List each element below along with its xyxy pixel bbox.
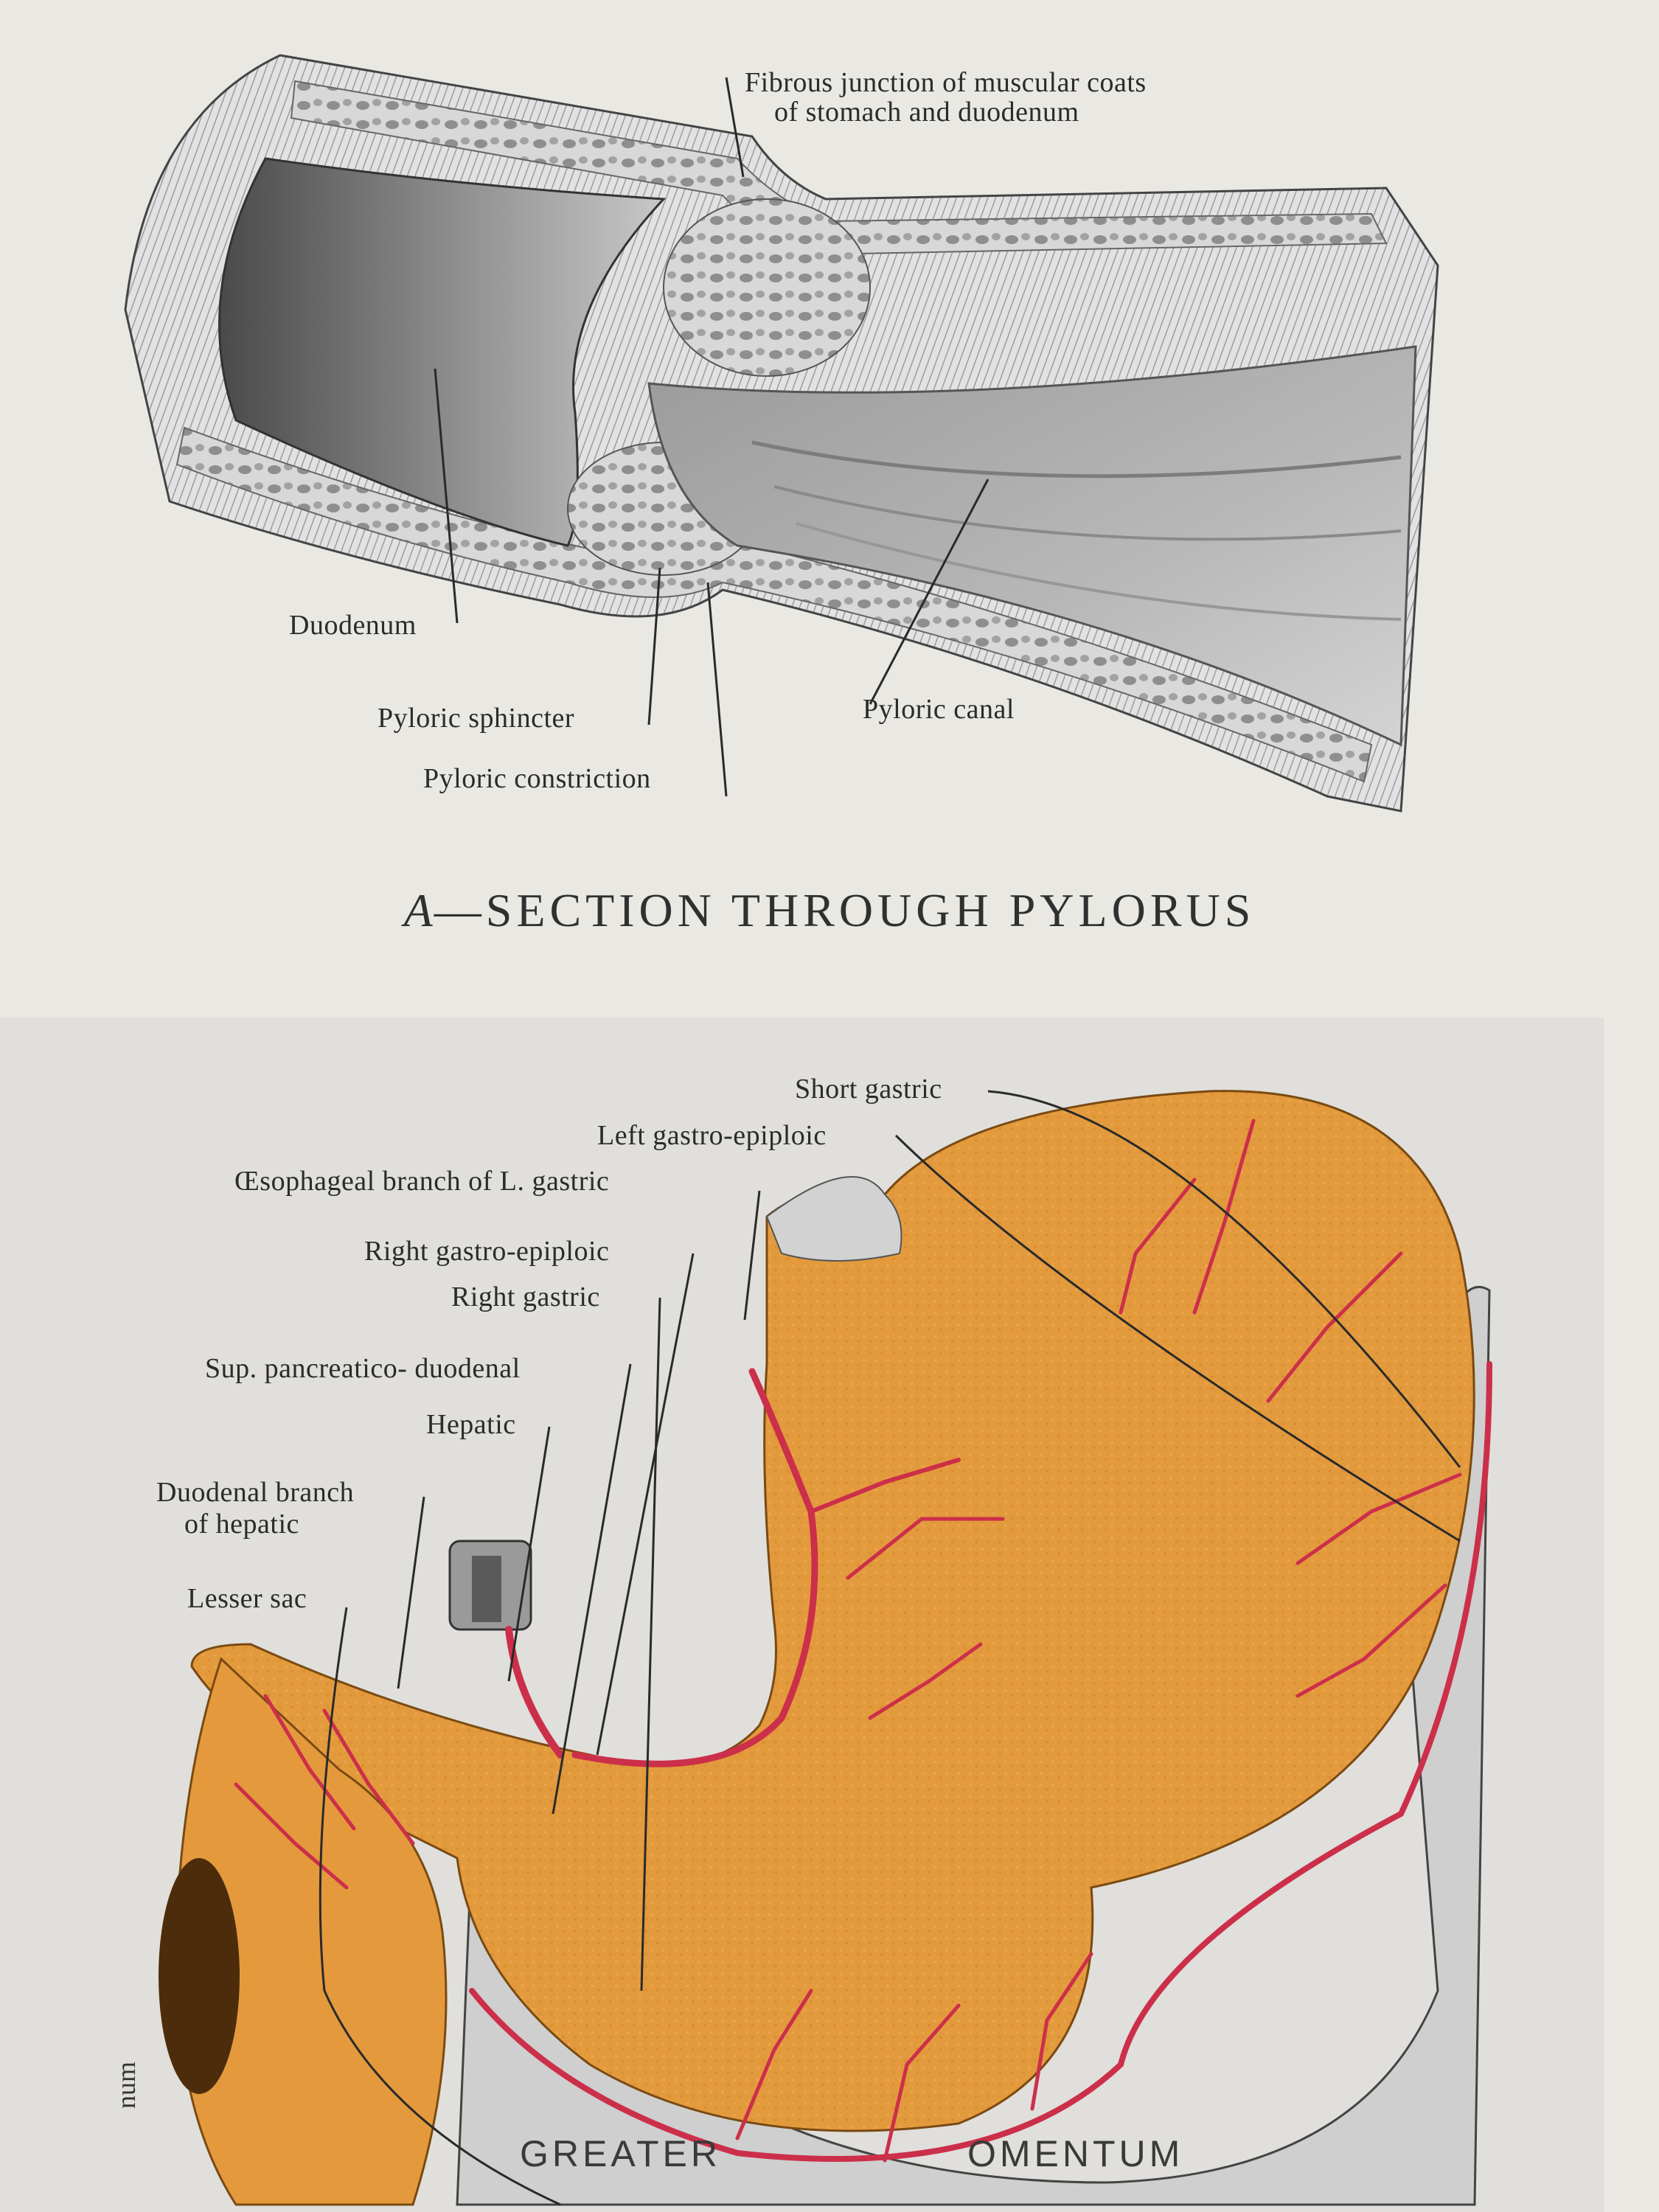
label-pyloric-constriction: Pyloric constriction xyxy=(423,763,651,794)
caption-text: —SECTION THROUGH PYLORUS xyxy=(434,884,1256,936)
duodenum-tube xyxy=(175,1657,448,2206)
label-fibrous-junction-line1: Fibrous junction of muscular coats xyxy=(745,67,1147,98)
label-hepatic: Hepatic xyxy=(426,1409,516,1440)
gastric-arteries xyxy=(234,1119,1492,2163)
label-greater: GREATER xyxy=(520,2133,721,2174)
label-duodenum: Duodenum xyxy=(289,610,417,641)
oesophagus-stump xyxy=(765,1176,902,1262)
label-left-gastro-epiploic: Left gastro-epiploic xyxy=(597,1120,827,1151)
label-right-gastric: Right gastric xyxy=(451,1281,600,1312)
caption-letter: A xyxy=(403,884,434,936)
label-duodenal-branch-line1: Duodenal branch xyxy=(156,1477,355,1508)
label-pyloric-sphincter: Pyloric sphincter xyxy=(378,703,575,734)
canal-fold-2 xyxy=(773,485,1402,541)
diagram-b-leader-lines xyxy=(319,1090,1461,2206)
label-sup-pancreatico-duodenal: Sup. pancreatico- duodenal xyxy=(205,1353,521,1384)
label-duodenal-branch-line2: of hepatic xyxy=(184,1509,299,1540)
label-side-fragment: num xyxy=(111,2061,141,2109)
label-omentum: OMENTUM xyxy=(967,2133,1184,2174)
label-lesser-sac: Lesser sac xyxy=(187,1583,307,1614)
caption-section-through-pylorus: A—SECTION THROUGH PYLORUS xyxy=(0,883,1659,938)
canal-fold-3 xyxy=(796,522,1402,621)
label-fibrous-junction-line2: of stomach and duodenum xyxy=(774,97,1079,128)
sphincter-upper xyxy=(663,198,871,377)
label-right-gastro-epiploic: Right gastro-epiploic xyxy=(364,1236,610,1267)
label-oesophageal-branch: Œsophageal branch of L. gastric xyxy=(234,1166,610,1197)
pyloric-canal-lumen xyxy=(647,345,1417,747)
diagram-a-leader-lines xyxy=(434,77,990,797)
label-pyloric-canal: Pyloric canal xyxy=(863,694,1015,725)
duodenum-opening xyxy=(159,1858,240,2094)
label-short-gastric: Short gastric xyxy=(795,1074,942,1105)
canal-fold-1 xyxy=(751,440,1402,479)
muscle-band-lower xyxy=(175,426,1373,783)
